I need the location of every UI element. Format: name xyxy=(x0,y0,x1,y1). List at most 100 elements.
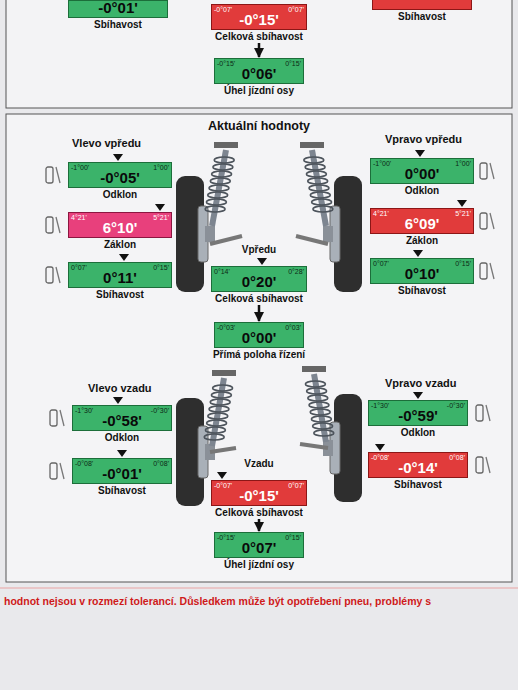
range-max: 0°15' xyxy=(285,534,301,541)
measure-label: Sbíhavost xyxy=(72,485,172,496)
gauge-box: -1°30'-0°30'-0°58' xyxy=(72,405,172,431)
control-arm xyxy=(210,448,236,452)
reading-value: -0°01' xyxy=(73,466,171,481)
upper-panel xyxy=(6,0,512,108)
range-min: -0°08' xyxy=(75,460,93,467)
measure-label: Sbíhavost xyxy=(372,11,472,22)
value-pointer xyxy=(113,154,123,161)
position-heading: Vpředu xyxy=(242,244,276,256)
gauge-reading: 4°21'5°21'6°09'Záklon xyxy=(370,208,474,246)
reading-value: -0°01' xyxy=(69,0,167,15)
gauge-box: -0°07'0°07'-0°15' xyxy=(211,480,307,506)
toe-icon xyxy=(50,463,64,479)
measure-label: Záklon xyxy=(68,239,172,250)
caster-icon xyxy=(46,217,60,233)
gauge-reading: -0°15'0°15'0°06'Úhel jízdní osy xyxy=(214,58,304,96)
gauge-box: -1°30' -0°30'-0°59' xyxy=(368,400,468,426)
reading-value: 0°06' xyxy=(215,66,303,81)
range-max: 0°15' xyxy=(455,260,471,267)
gauge-reading: -1°00'1°00'0°00'Odklon xyxy=(370,158,474,196)
spring xyxy=(205,157,234,212)
gauge-box: -0°03'0°03'0°00' xyxy=(214,322,304,348)
hub xyxy=(205,226,215,242)
gauge-box: -1°00'1°00'0°00' xyxy=(370,158,474,184)
range-min: -0°07' xyxy=(214,482,232,489)
measure-label: Celková sbíhavost xyxy=(211,31,307,42)
range-min: 4°21' xyxy=(373,210,389,217)
measure-label: Odklon xyxy=(370,185,474,196)
gauge-reading: 0°07'0°15'0°10'Sbíhavost xyxy=(370,258,474,296)
flow-arrow xyxy=(258,43,261,57)
reading-value: -0°59' xyxy=(369,408,467,423)
gauge-box xyxy=(372,0,472,10)
position-heading: Vlevo vpředu xyxy=(72,137,141,149)
range-min: 0°07' xyxy=(71,264,87,271)
value-pointer xyxy=(217,472,227,479)
hub xyxy=(323,226,333,242)
range-max: 0°08' xyxy=(153,460,169,467)
position-heading: Vpravo vzadu xyxy=(385,377,457,389)
value-pointer xyxy=(155,204,165,211)
gauge-reading: -1°30'-0°30'-0°58'Odklon xyxy=(72,405,172,443)
measure-icons xyxy=(46,163,494,479)
rear-axle-illustration xyxy=(176,366,362,506)
range-max: -0°30' xyxy=(447,402,465,409)
top-mount xyxy=(214,142,238,148)
gauge-reading: -0°03'0°03'0°00'Přímá poloha řízení xyxy=(211,322,307,360)
range-min: 4°21' xyxy=(71,214,87,221)
gauge-reading: -1°00'1°00'-0°05'Odklon xyxy=(68,162,172,200)
value-pointer xyxy=(119,254,129,261)
reading-value: 0°20' xyxy=(212,274,306,289)
value-pointer xyxy=(375,444,385,451)
measure-label: Sbíhavost xyxy=(370,285,474,296)
camber-icon xyxy=(50,410,64,426)
gauge-box: -0°08'0°08'-0°14' xyxy=(368,452,468,478)
range-min: -0°07' xyxy=(214,6,232,13)
gauge-box: -0°07'0°07'-0°15' xyxy=(211,4,307,30)
gauge-box: -1°00'1°00'-0°05' xyxy=(68,162,172,188)
value-pointer xyxy=(415,150,425,157)
range-max: 0°15' xyxy=(153,264,169,271)
flow-arrow xyxy=(258,519,261,531)
gauge-reading: -1°30' -0°30'-0°59' Odklon xyxy=(368,400,468,438)
range-max: -0°30' xyxy=(151,407,169,414)
measure-label: Odklon xyxy=(368,427,468,438)
value-pointer xyxy=(117,450,127,457)
control-arm xyxy=(300,444,328,448)
range-max: 0°07' xyxy=(288,482,304,489)
range-min: -1°00' xyxy=(373,160,391,167)
gauge-box: 0°07'0°15'0°11' xyxy=(68,262,172,288)
range-max: 5°21' xyxy=(153,214,169,221)
gauge-box: -0°01' xyxy=(68,0,168,18)
value-pointer xyxy=(257,258,267,265)
gauge-reading: -0°07'0°07'-0°15'Celková sbíhavost xyxy=(211,480,307,518)
reading-value: -0°05' xyxy=(69,170,171,185)
note-rule xyxy=(0,588,518,589)
gauge-box: 4°21'5°21'6°09' xyxy=(370,208,474,234)
range-min: -1°30' xyxy=(371,402,389,409)
top-mount xyxy=(212,370,236,376)
range-min: -1°30' xyxy=(75,407,93,414)
range-min: -0°15' xyxy=(217,60,235,67)
measure-label: Záklon xyxy=(370,235,474,246)
camber-icon xyxy=(46,167,60,183)
panel-title: Aktuální hodnoty xyxy=(6,119,512,133)
gauge-box: 4°21'5°21'6°10' xyxy=(68,212,172,238)
position-heading: Vzadu xyxy=(244,458,273,470)
control-arm xyxy=(210,236,242,244)
reading-value: 0°00' xyxy=(371,166,473,181)
gauge-reading: 0°14'0°28'0°20'Celková sbíhavost xyxy=(211,266,307,304)
range-min: -1°00' xyxy=(71,164,89,171)
control-arm xyxy=(296,236,328,244)
gauge-reading: Sbíhavost xyxy=(372,0,472,22)
range-max: 0°03' xyxy=(285,324,301,331)
gauge-box: -0°15'0°15'0°07' xyxy=(214,532,304,558)
toe-icon xyxy=(476,457,490,473)
camber-icon xyxy=(480,163,494,179)
reading-value: -0°15' xyxy=(212,12,306,27)
measure-label: Odklon xyxy=(72,432,172,443)
front-axle-illustration xyxy=(176,142,362,292)
gauge-reading: 0°07'0°15'0°11'Sbíhavost xyxy=(68,262,172,300)
value-pointer xyxy=(413,250,423,257)
measure-label: Úhel jízdní osy xyxy=(214,559,304,570)
